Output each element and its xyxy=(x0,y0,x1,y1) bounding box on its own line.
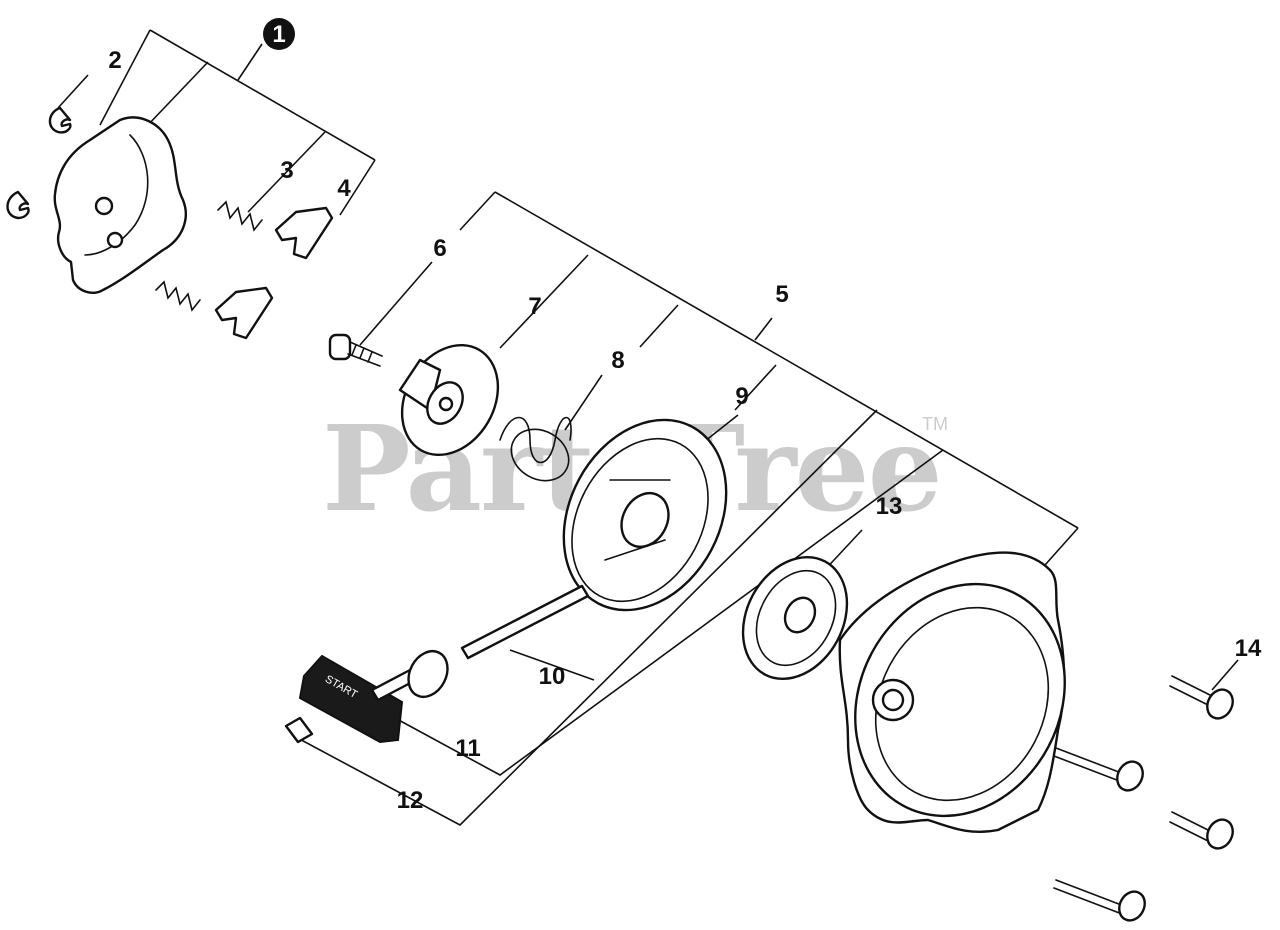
housing-inner xyxy=(84,134,149,256)
part-2-clips xyxy=(6,106,72,220)
bracket-5-top xyxy=(494,191,1079,529)
screw-4 xyxy=(1053,879,1146,922)
part-3-springs xyxy=(155,200,263,312)
callout-labels: 1 2 3 4 5 6 7 8 9 10 11 12 13 14 xyxy=(108,18,1262,814)
screw-2 xyxy=(1053,747,1144,792)
leader-10 xyxy=(509,649,595,681)
part-11-handle: START xyxy=(298,649,449,744)
part-14-screws xyxy=(1053,675,1234,922)
bolt-6-thread xyxy=(347,341,383,367)
handle-grip xyxy=(298,654,404,744)
bracket-5-left xyxy=(459,191,496,231)
callout-3: 3 xyxy=(280,157,293,184)
washer-12 xyxy=(284,716,314,744)
part-6-bolt xyxy=(328,333,383,367)
pulley-hub xyxy=(620,492,670,548)
part-4-pawls xyxy=(214,206,334,340)
clutch-housing xyxy=(53,116,187,294)
recoil-spring-hub xyxy=(783,596,817,634)
screw-3 xyxy=(1169,811,1234,850)
housing-hole-1 xyxy=(94,196,114,216)
bracket-1-left xyxy=(99,29,151,126)
leader-3 xyxy=(247,131,326,213)
leader-2 xyxy=(57,74,89,109)
bracket-lower-long xyxy=(291,409,878,826)
coil-spring-path xyxy=(499,416,572,464)
recoil-case xyxy=(838,551,1066,834)
part-7-bobbin xyxy=(398,343,500,457)
clip-upper xyxy=(48,106,72,134)
spring-upper xyxy=(217,200,263,232)
clip-lower xyxy=(6,190,30,220)
bracket-1-top xyxy=(149,29,376,161)
part-10-rope xyxy=(460,584,590,660)
leader-7 xyxy=(499,254,589,349)
screw-1 xyxy=(1169,675,1234,720)
rope xyxy=(460,584,590,660)
callout-2: 2 xyxy=(108,47,121,74)
callout-8: 8 xyxy=(611,347,624,374)
callout-9: 9 xyxy=(735,383,748,410)
case-face-inner xyxy=(874,606,1050,802)
callout-14: 14 xyxy=(1235,635,1262,662)
case-face xyxy=(854,582,1066,818)
leader-6 xyxy=(359,261,433,346)
leader-1 xyxy=(237,43,263,81)
leader-housing xyxy=(144,61,209,129)
bracket-5-right xyxy=(1044,527,1079,566)
bracket-1-right xyxy=(339,159,376,216)
part-9-pulley xyxy=(562,418,728,612)
leader-5 xyxy=(754,317,773,341)
callout-7: 7 xyxy=(528,293,541,320)
case-eyelet-hole xyxy=(881,688,905,712)
bobbin-hole xyxy=(438,396,454,412)
callout-4: 4 xyxy=(337,175,351,202)
coil-spring-outline xyxy=(510,428,570,482)
part-12-washer xyxy=(284,716,314,744)
recoil-spring-mid xyxy=(755,569,837,667)
callout-13: 13 xyxy=(876,493,903,520)
leader-8-top xyxy=(639,304,679,348)
leader-8 xyxy=(564,374,603,431)
part-13-recoil-spring xyxy=(741,555,849,681)
pulley-rim xyxy=(571,437,709,603)
housing-body xyxy=(53,116,187,294)
pawl-lower xyxy=(214,286,274,340)
housing-hole-2 xyxy=(106,231,124,249)
callout-12: 12 xyxy=(397,787,424,814)
callout-1: 1 xyxy=(272,21,285,48)
callout-5: 5 xyxy=(775,281,788,308)
callout-11: 11 xyxy=(455,735,480,762)
callout-1-circle xyxy=(263,18,295,50)
pawl-upper xyxy=(274,206,334,260)
leader-14 xyxy=(1211,659,1239,691)
pulley-spokes xyxy=(604,479,671,561)
callout-10: 10 xyxy=(539,663,566,690)
callout-6: 6 xyxy=(433,235,446,262)
leader-9-top xyxy=(734,364,777,411)
handle-damper xyxy=(407,649,449,699)
bolt-6-head xyxy=(328,333,352,361)
part-8-coil-spring xyxy=(499,416,572,482)
watermark-tm: TM xyxy=(922,414,948,434)
spring-lower xyxy=(155,280,201,312)
